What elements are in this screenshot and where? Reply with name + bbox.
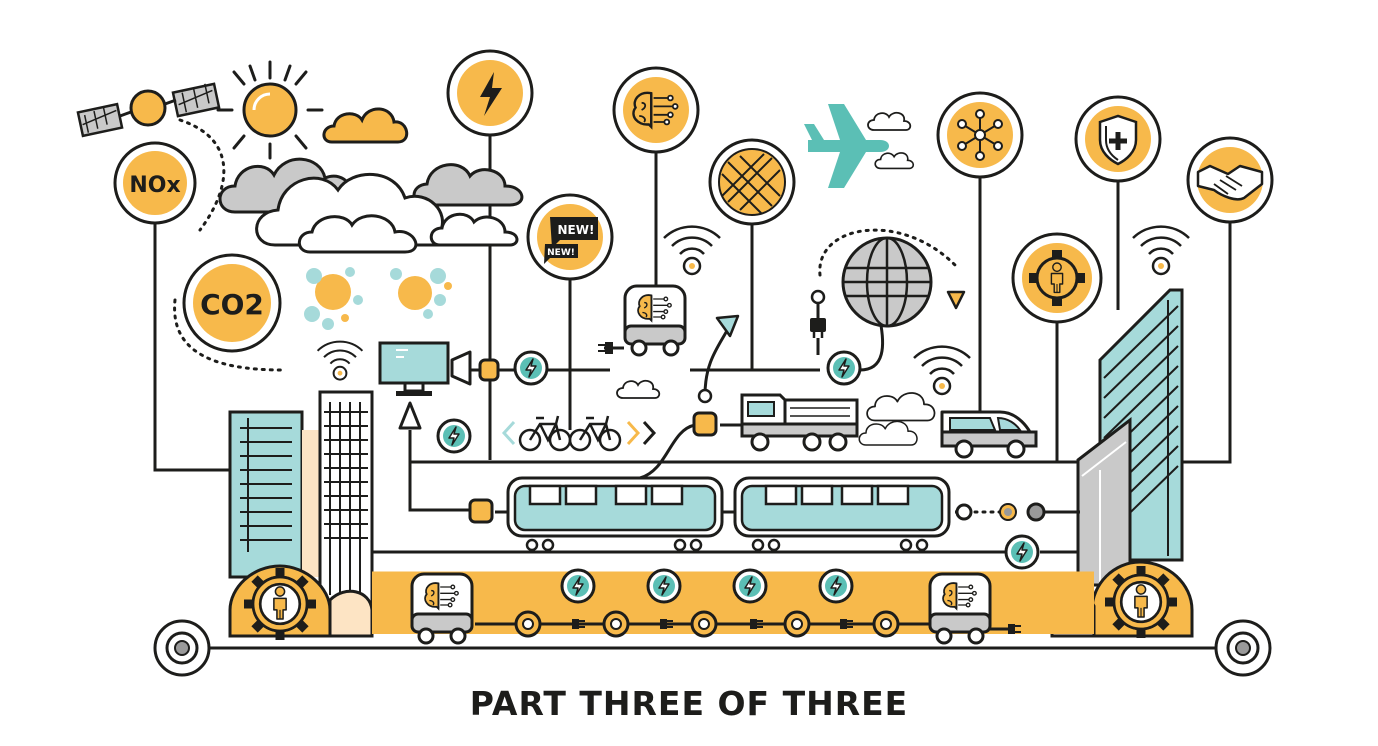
wifi-icon [1131,225,1191,276]
cloud-icon [866,392,936,422]
wifi-icon [662,225,722,276]
news-icon: NEW! NEW! [526,193,614,281]
wifi-icon [316,340,364,381]
cloud-icon [858,420,918,446]
autonomous-pod-icon [412,574,472,643]
charging-icon [438,420,470,452]
autonomous-pod-icon [625,286,685,355]
cloud-icon [322,107,409,144]
cloud-icon [616,379,661,399]
plug-icon [810,289,826,355]
bicycle-icon [501,415,657,452]
direction-arrow [692,314,740,437]
globe-icon [841,236,966,328]
new-label-bottom: NEW! [547,248,575,258]
emission-bubbles [304,267,452,330]
charging-icon [1006,536,1038,568]
charging-icon [828,352,860,384]
co2-icon: CO2 [182,253,282,353]
skyscraper-icon [1076,288,1184,587]
brain-chip-icon [612,66,700,154]
shield-icon [1074,95,1162,183]
monitor-icon [378,341,500,430]
satellite-icon [76,82,221,138]
nox-icon: NOx [113,141,197,225]
nox-label: NOx [129,173,180,198]
sun-icon [216,60,324,160]
co2-label: CO2 [200,288,264,321]
skyscraper-icon [228,390,374,604]
worker-gear-icon [1011,232,1103,324]
power-chain [475,610,1021,638]
wheel-icon [153,619,211,677]
truck-icon [740,393,859,452]
autonomous-pod-icon [930,574,990,643]
charging-icon [820,570,852,602]
wifi-icon [912,345,972,396]
grid-icon [708,138,796,226]
tram-icon [733,476,1080,552]
tram-icon [468,476,735,552]
wheel-icon [1214,619,1272,677]
airplane-icon [804,104,915,188]
charging-icon [515,352,547,384]
page-caption: PART THREE OF THREE [469,684,909,723]
new-label-top: NEW! [558,223,595,237]
charging-icon [648,570,680,602]
lightning-icon [446,49,534,137]
car-icon [940,410,1038,459]
cloud-icon [218,157,524,254]
plug-icon [598,342,624,354]
charging-icon [734,570,766,602]
dotted-arcs [173,118,1002,514]
worker-gear-icon [228,564,374,640]
charging-icon [562,570,594,602]
handshake-icon [1186,136,1274,224]
network-icon [936,91,1024,179]
